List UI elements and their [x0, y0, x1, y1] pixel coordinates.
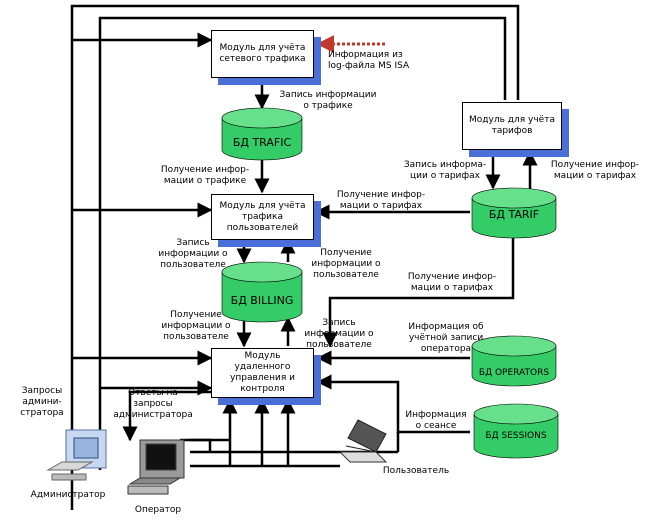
db-trafic-label: БД TRAFIC	[232, 136, 292, 149]
db-billing-label: БД BILLING	[230, 294, 294, 307]
label-get-user-right: Получение информации о пользователе	[311, 248, 381, 280]
label-write-traffic: Запись информации о трафике	[279, 90, 377, 111]
label-admin-answers: Ответы на запросы администратора	[113, 388, 193, 420]
label-session-info: Информация о сеансе	[405, 410, 467, 431]
db-sessions-label: БД SESSIONS	[485, 431, 547, 441]
tariff-module: Модуль для учёта тарифов	[462, 102, 562, 150]
label-write-user-lower: Запись информации о пользователе	[304, 318, 374, 350]
label-get-traffic: Получение инфор- мации о трафике	[160, 165, 250, 186]
label-get-tariffs-mid: Получение инфор- мации о тарифах	[336, 190, 426, 211]
db-operators-label: БД OPERATORS	[478, 368, 550, 378]
label-operator-account: Информация об учётной записи оператора	[408, 322, 484, 354]
label-write-user: Запись информации о пользователе	[158, 238, 228, 270]
loop-outer	[70, 4, 520, 510]
remote-control-module: Модуль удаленного управления и контроля	[211, 348, 314, 398]
db-tarif-label: БД TARIF	[488, 208, 540, 221]
label-get-tariffs-lower: Получение инфор- мации о тарифах	[407, 272, 497, 293]
user-traffic-module: Модуль для учёта трафика пользователей	[211, 194, 314, 240]
loop-inner	[98, 16, 507, 470]
label-isa-info: Информация из log-файла MS ISA	[328, 50, 410, 71]
actor-user-label: Пользователь	[382, 466, 450, 476]
network-traffic-module: Модуль для учёта сетевого трафика	[211, 30, 314, 78]
actor-admin-label: Администратор	[30, 490, 106, 500]
actor-operator-label: Оператор	[134, 505, 182, 515]
label-write-tariffs: Запись информа- ции о тарифах	[403, 160, 487, 181]
label-get-user-left: Получение информации о пользователе	[161, 310, 231, 342]
label-get-tariffs-right: Получение инфор- мации о тарифах	[550, 160, 640, 181]
label-admin-requests: Запросы админи- стратора	[20, 386, 64, 418]
